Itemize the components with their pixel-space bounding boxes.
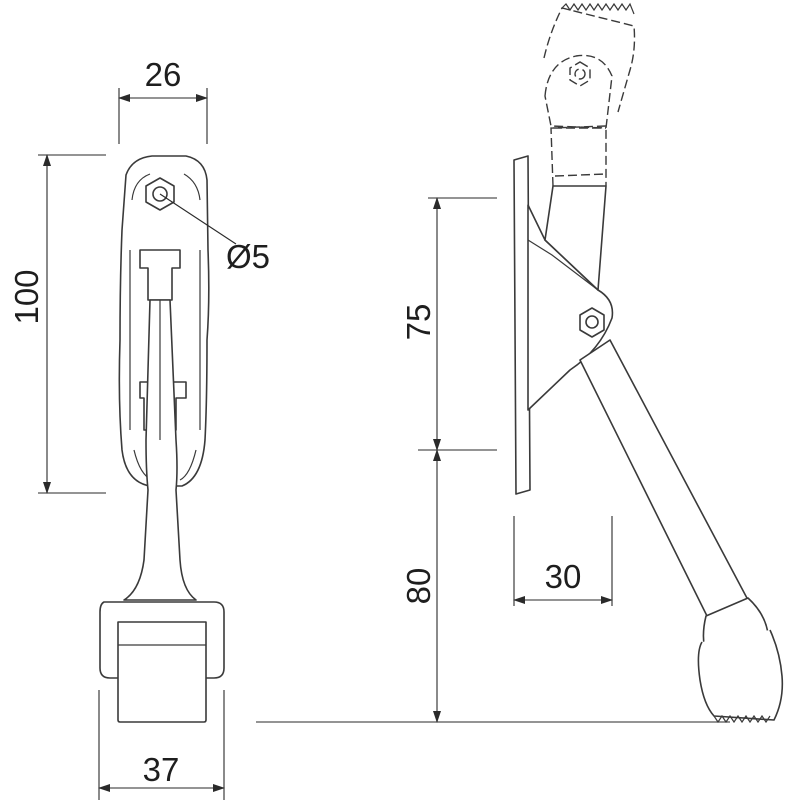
side-wall-plate [513,155,531,495]
dimensions: 26 100 Ø5 37 75 80 30 [8,56,613,800]
side-rubber-foot [697,629,784,721]
side-foot-holder-folded [544,54,613,129]
dim-label-upper-height: 75 [400,304,437,341]
dim-label-offset: 30 [545,558,582,595]
side-bracket [527,204,614,411]
dim-label-lower-height: 80 [400,568,437,605]
side-pivot [585,315,599,329]
dim-label-hole: Ø5 [226,238,270,275]
front-rubber-foot [117,621,207,723]
side-view [256,2,784,724]
dim-label-top-width: 26 [145,56,182,93]
dim-leader-hole [159,193,237,245]
dim-label-bottom-width: 37 [143,751,180,788]
front-bracket [139,249,181,301]
side-arm-upper [544,185,607,291]
dim-label-height: 100 [8,269,45,324]
front-view [99,155,225,723]
side-rubber-foot-folded [543,7,636,113]
side-arm-folded-dashed [550,125,607,187]
side-arm [579,339,749,619]
front-plate-inner [129,173,201,481]
front-arm [123,299,197,601]
